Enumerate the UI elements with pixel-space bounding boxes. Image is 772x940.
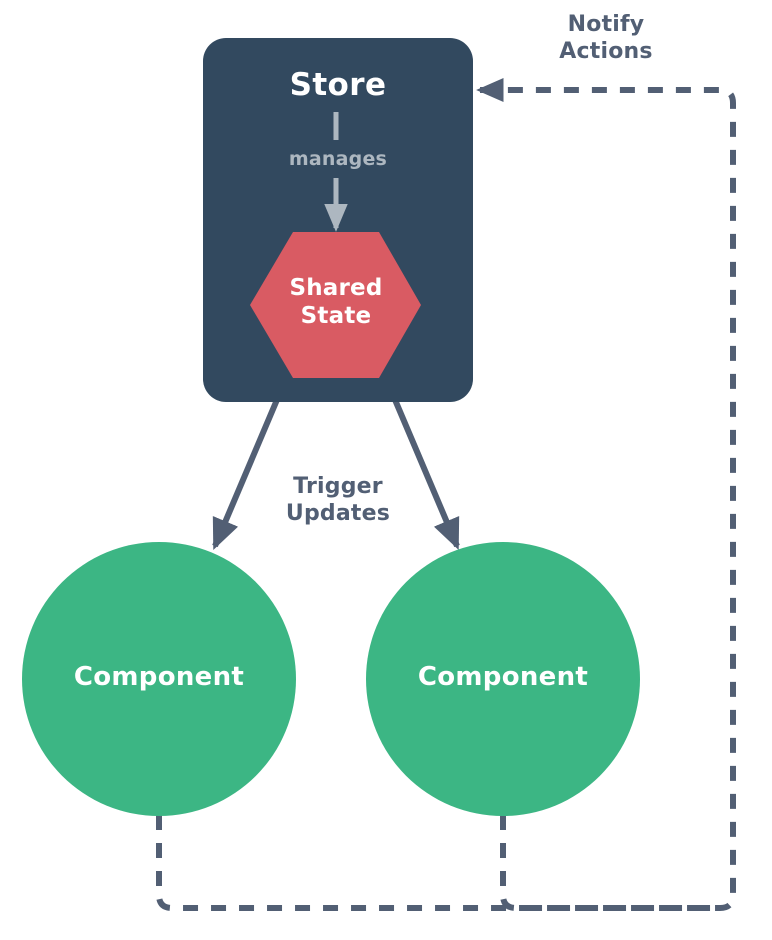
component-left-node-label: Component (73, 662, 245, 692)
notify-actions-edge-label: Notify Actions (559, 12, 653, 64)
trigger-updates-edge-label: Trigger Updates (285, 474, 391, 526)
notify-actions-edge-left (156, 77, 736, 911)
component-right-node-label: Component (417, 662, 589, 692)
component-right-circle[interactable] (366, 542, 640, 816)
notify-actions-edge-right (500, 815, 720, 911)
store-node-label: Store (289, 67, 387, 103)
shared-state-node-label: Shared State (289, 275, 383, 330)
manages-edge-label: manages (288, 148, 388, 170)
shared-state-hexagon[interactable] (250, 232, 421, 378)
component-left-circle[interactable] (22, 542, 296, 816)
